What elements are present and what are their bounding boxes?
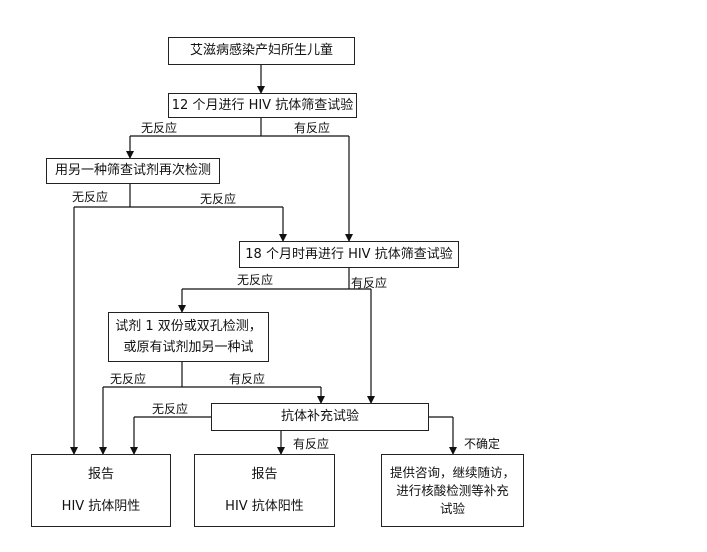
reagent-retest-line2: 或原有试剂加另一种试 [123, 340, 254, 355]
supplement-test-node: 抗体补充试验 [211, 403, 429, 431]
edge-label-reaction: 有反应 [294, 121, 331, 135]
screen-12-month-label: 12 个月进行 HIV 抗体筛查试验 [171, 97, 354, 113]
consult-line3: 试验 [439, 500, 465, 516]
edge-label-reaction: 有反应 [351, 276, 388, 290]
screen-12-month-node: 12 个月进行 HIV 抗体筛查试验 [168, 93, 357, 118]
reagent-retest-node: 试剂 1 双份或双孔检测， 或原有试剂加另一种试 [108, 312, 269, 362]
report-negative-line2: HIV 抗体阴性 [61, 498, 141, 514]
edge-label-no-reaction: 无反应 [200, 192, 237, 206]
edge-label-no-reaction: 无反应 [237, 273, 274, 287]
edge-label-reaction: 有反应 [293, 437, 330, 451]
supplement-test-label: 抗体补充试验 [280, 409, 359, 424]
consult-line1: 提供咨询，继续随访， [389, 464, 515, 480]
report-negative-line1: 报告 [87, 466, 114, 482]
edge-label-reaction: 有反应 [229, 372, 266, 386]
screen-18-month-node: 18 个月时再进行 HIV 抗体筛查试验 [239, 241, 459, 268]
start-node-label: 艾滋病感染产妇所生儿童 [189, 43, 333, 58]
edge-label-no-reaction: 无反应 [110, 372, 147, 386]
report-negative-node: 报告 HIV 抗体阴性 [31, 454, 171, 527]
report-positive-line1: 报告 [251, 466, 278, 482]
start-node: 艾滋病感染产妇所生儿童 [168, 37, 355, 65]
recheck-node: 用另一种筛查试剂再次检测 [46, 158, 220, 184]
recheck-label: 用另一种筛查试剂再次检测 [54, 163, 211, 178]
edge-label-no-reaction: 无反应 [141, 121, 178, 135]
screen-18-month-label: 18 个月时再进行 HIV 抗体筛查试验 [245, 246, 453, 262]
consult-followup-node: 提供咨询，继续随访， 进行核酸检测等补充 试验 [381, 454, 524, 527]
reagent-retest-line1: 试剂 1 双份或双孔检测， [115, 319, 262, 334]
consult-line2: 进行核酸检测等补充 [396, 482, 509, 498]
edge-label-no-reaction: 无反应 [152, 402, 189, 416]
edge-label-no-reaction: 无反应 [72, 190, 109, 204]
report-positive-line2: HIV 抗体阳性 [225, 498, 304, 514]
report-positive-node: 报告 HIV 抗体阳性 [194, 454, 335, 527]
edge-label-uncertain: 不确定 [464, 437, 501, 451]
